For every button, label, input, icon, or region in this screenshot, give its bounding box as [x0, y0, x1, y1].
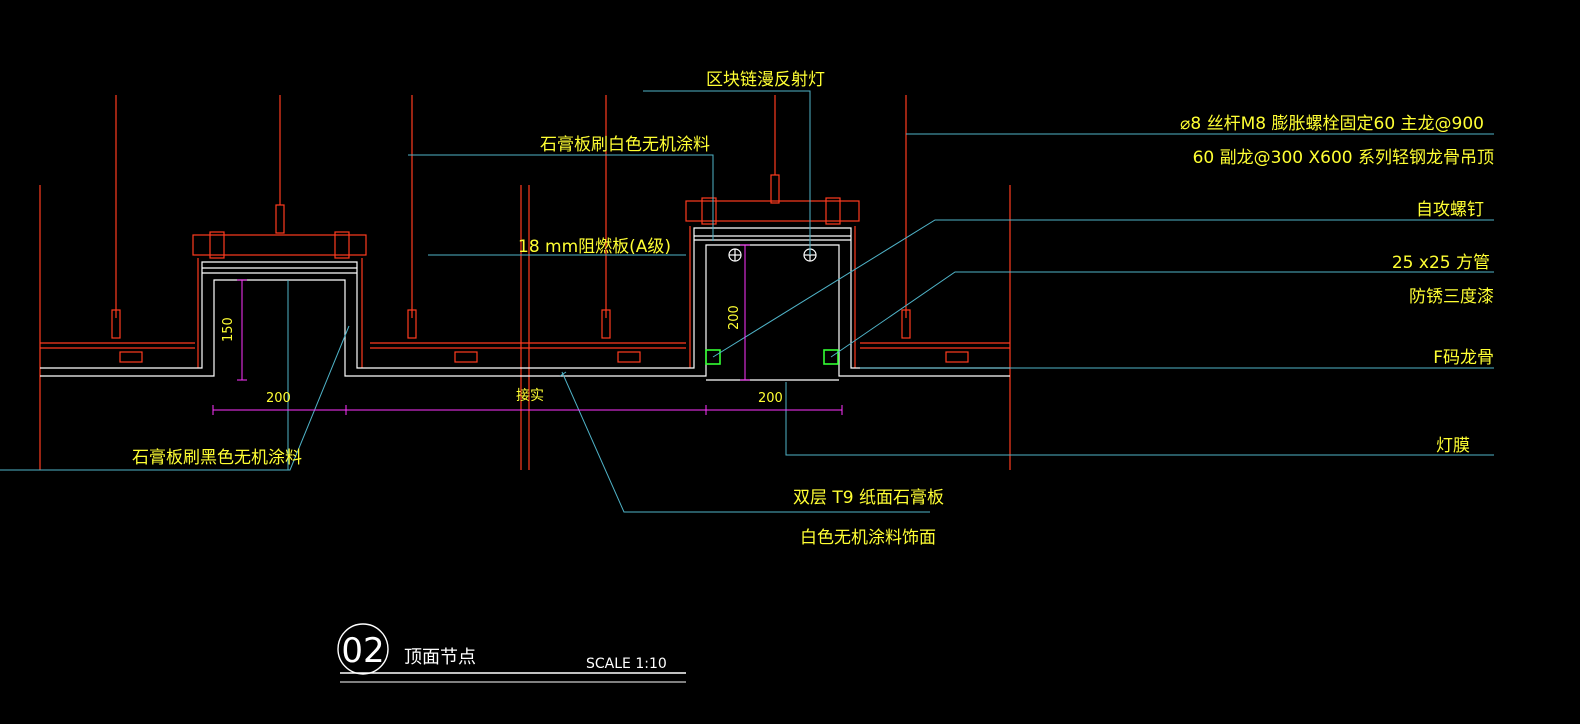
label-joint: 接实 [516, 387, 544, 404]
label-gypsum-black: 石膏板刷黑色无机涂料 [132, 447, 302, 468]
detail-number: 02 [341, 631, 384, 671]
detail-title: 顶面节点 [404, 647, 476, 668]
dim-200-vertical: 200 [727, 305, 742, 330]
detail-scale: SCALE 1:10 [586, 656, 667, 672]
structure-lines [39, 95, 1011, 470]
label-gypsum-white: 石膏板刷白色无机涂料 [540, 134, 710, 155]
square-tubes [705, 349, 839, 365]
label-square-tube: 25 x25 方管 [1392, 253, 1490, 273]
label-white-coating: 白色无机涂料饰面 [800, 528, 936, 548]
title-block: 02 顶面节点 SCALE 1:10 [337, 623, 686, 683]
dim-200-left: 200 [266, 391, 291, 406]
label-suspension-rod: ⌀8 丝杆M8 膨胀螺栓固定60 主龙@900 [1180, 114, 1484, 134]
label-fireproof-board: 18 mm阻燃板(A级) [518, 237, 671, 257]
label-reflection-light: 区块链漫反射灯 [706, 70, 825, 90]
label-light-steel-keel: 60 副龙@300 X600 系列轻钢龙骨吊顶 [1193, 148, 1494, 168]
dim-150: 150 [221, 317, 236, 342]
label-antirust-paint: 防锈三度漆 [1409, 287, 1494, 307]
label-self-tapping-screw: 自攻螺钉 [1416, 200, 1484, 220]
dim-200-right: 200 [758, 391, 783, 406]
detail-number-circle [337, 623, 389, 675]
leader-lines [0, 90, 1494, 513]
label-light-film: 灯膜 [1436, 436, 1470, 456]
gypsum-board-outline [40, 227, 1010, 381]
label-double-gypsum: 双层 T9 纸面石膏板 [793, 487, 944, 508]
dimension-lines [212, 244, 843, 415]
label-f-keel: F码龙骨 [1433, 348, 1494, 368]
